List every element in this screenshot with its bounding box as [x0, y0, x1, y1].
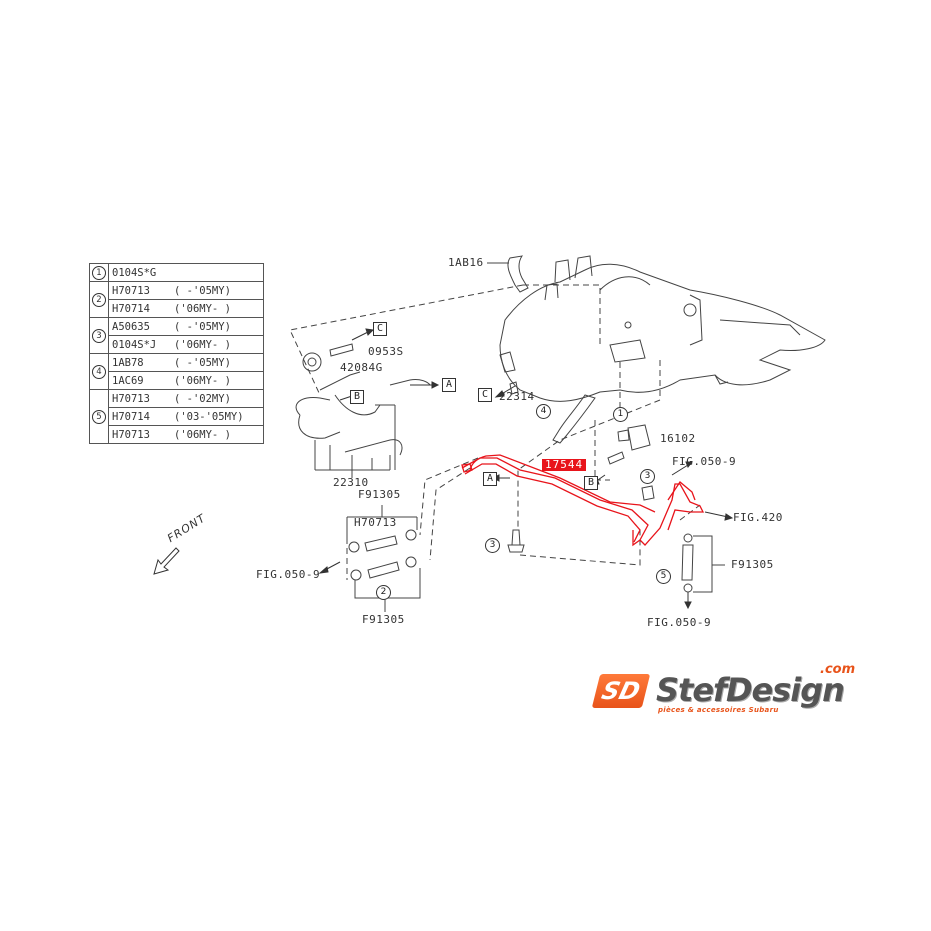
callout-4: 4 [536, 404, 551, 419]
front-arrow-icon [153, 547, 180, 575]
label-f91305-top: F91305 [358, 488, 401, 501]
solenoid-16102 [627, 424, 651, 451]
label-16102: 16102 [660, 432, 696, 445]
label-22310: 22310 [333, 476, 369, 489]
bolt-3-bottom [507, 529, 525, 553]
connector-c-top: C [373, 322, 387, 336]
table-ref-5: 5 [89, 389, 109, 444]
logo-mark: SD [591, 674, 651, 708]
callout-5: 5 [656, 569, 671, 584]
hose-4 [552, 394, 596, 444]
parts-reference-table: 1 0104S*G 2 H70713( -'05MY) H70714('06MY… [89, 263, 264, 444]
callout-1: 1 [613, 407, 628, 422]
table-row: H70713( -'02MY) [108, 389, 264, 408]
label-1ab16: 1AB16 [448, 256, 484, 269]
table-row: H70713( -'05MY) [108, 281, 264, 300]
label-fig420: FIG.420 [733, 511, 783, 524]
table-row: A50635( -'05MY) [108, 317, 264, 336]
label-h70713: H70713 [354, 516, 397, 529]
callout-2: 2 [376, 585, 391, 600]
hose-22310 [295, 371, 403, 456]
stefdesign-logo: SD StefDesign .com pièces & accessoires … [591, 662, 861, 718]
connector-a-pipe: A [483, 472, 497, 486]
table-row: H70714('06MY- ) [108, 299, 264, 318]
table-row: H70713('06MY- ) [108, 425, 264, 444]
table-ref-3: 3 [89, 317, 109, 354]
hose-5 [681, 544, 694, 581]
label-f91305-right: F91305 [731, 558, 774, 571]
table-ref-1: 1 [89, 263, 109, 282]
label-fig050-right-top: FIG.050-9 [672, 455, 737, 468]
connector-b-pipe: B [584, 476, 598, 490]
table-row: 0104S*G [108, 263, 264, 282]
hose-2 [367, 561, 400, 579]
table-ref-4: 4 [89, 353, 109, 390]
label-fig050-right-bottom: FIG.050-9 [647, 616, 712, 629]
logo-name: StefDesign [656, 671, 845, 709]
label-f91305-bottom: F91305 [362, 613, 405, 626]
callout-3-top: 3 [640, 469, 655, 484]
leader-line [487, 262, 509, 264]
label-17544-highlight: 17544 [542, 459, 587, 471]
hose-1ab16 [507, 255, 529, 293]
connector-b-left: B [350, 390, 364, 404]
logo-tagline: pièces & accessoires Subaru [658, 706, 779, 714]
intake-manifold [499, 263, 826, 402]
fuel-pipe-17544 [461, 454, 705, 547]
callout-3-bottom: 3 [485, 538, 500, 553]
table-row: 1AC69('06MY- ) [108, 371, 264, 390]
table-ref-2: 2 [89, 281, 109, 318]
connector-a-left: A [442, 378, 456, 392]
label-22314: 22314 [499, 390, 535, 403]
regulator-42084g [302, 352, 322, 372]
label-0953s: 0953S [368, 345, 404, 358]
connector-c-lower: C [478, 388, 492, 402]
table-row: H70714('03-'05MY) [108, 407, 264, 426]
table-row: 0104S*J('06MY- ) [108, 335, 264, 354]
bolt-3-top [641, 485, 655, 501]
hose-h70713 [364, 535, 398, 552]
table-row: 1AB78( -'05MY) [108, 353, 264, 372]
label-42084g: 42084G [340, 361, 383, 374]
label-fig050-left: FIG.050-9 [256, 568, 321, 581]
logo-tld: .com [820, 662, 856, 677]
